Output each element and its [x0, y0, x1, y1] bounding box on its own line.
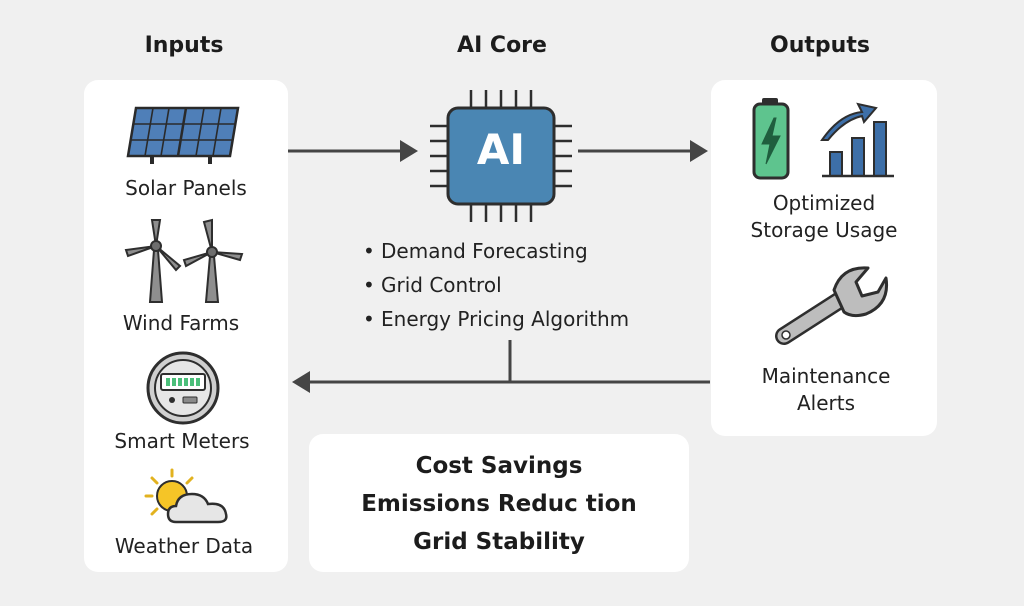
output-label-maintenance-line2: Alerts: [796, 391, 856, 415]
smart-meter-icon: [146, 351, 220, 425]
function-grid-control: Grid Control: [381, 273, 502, 297]
list-item: •Demand Forecasting: [363, 234, 629, 268]
solar-panel-icon: [126, 106, 240, 164]
bullet: •: [363, 273, 375, 297]
output-label-maintenance-line1: Maintenance: [761, 364, 891, 388]
arrow-feedback-to-inputs: [292, 340, 710, 393]
ai-chip-icon: [430, 90, 572, 222]
arrow-core-to-outputs: [578, 140, 708, 162]
ai-function-list: •Demand Forecasting •Grid Control •Energ…: [363, 234, 629, 336]
benefits-panel: [309, 434, 689, 572]
input-label-wind: Wind Farms: [122, 311, 240, 335]
wrench-icon: [775, 266, 889, 345]
wind-turbine-icon: [124, 218, 244, 303]
input-label-solar: Solar Panels: [125, 176, 247, 200]
benefit-emissions-reduction: Emissions Reduc tion: [361, 491, 637, 517]
output-label-storage-line1: Optimized: [772, 191, 876, 215]
ai-chip-label: AI: [476, 125, 526, 174]
function-demand-forecasting: Demand Forecasting: [381, 239, 588, 263]
inputs-heading: Inputs: [144, 33, 224, 58]
outputs-heading: Outputs: [770, 33, 870, 58]
bullet: •: [363, 239, 375, 263]
benefit-cost-savings: Cost Savings: [415, 453, 583, 479]
list-item: •Grid Control: [363, 268, 629, 302]
sun-cloud-icon: [144, 468, 228, 524]
input-label-weather: Weather Data: [114, 534, 254, 558]
output-label-storage-line2: Storage Usage: [750, 218, 898, 242]
ai-core-heading: AI Core: [457, 33, 547, 58]
bullet: •: [363, 307, 375, 331]
benefit-grid-stability: Grid Stability: [413, 529, 585, 555]
function-energy-pricing: Energy Pricing Algorithm: [381, 307, 630, 331]
battery-chart-icon: [752, 98, 894, 180]
input-label-meters: Smart Meters: [114, 429, 250, 453]
arrow-inputs-to-core: [288, 140, 418, 162]
list-item: •Energy Pricing Algorithm: [363, 302, 629, 336]
